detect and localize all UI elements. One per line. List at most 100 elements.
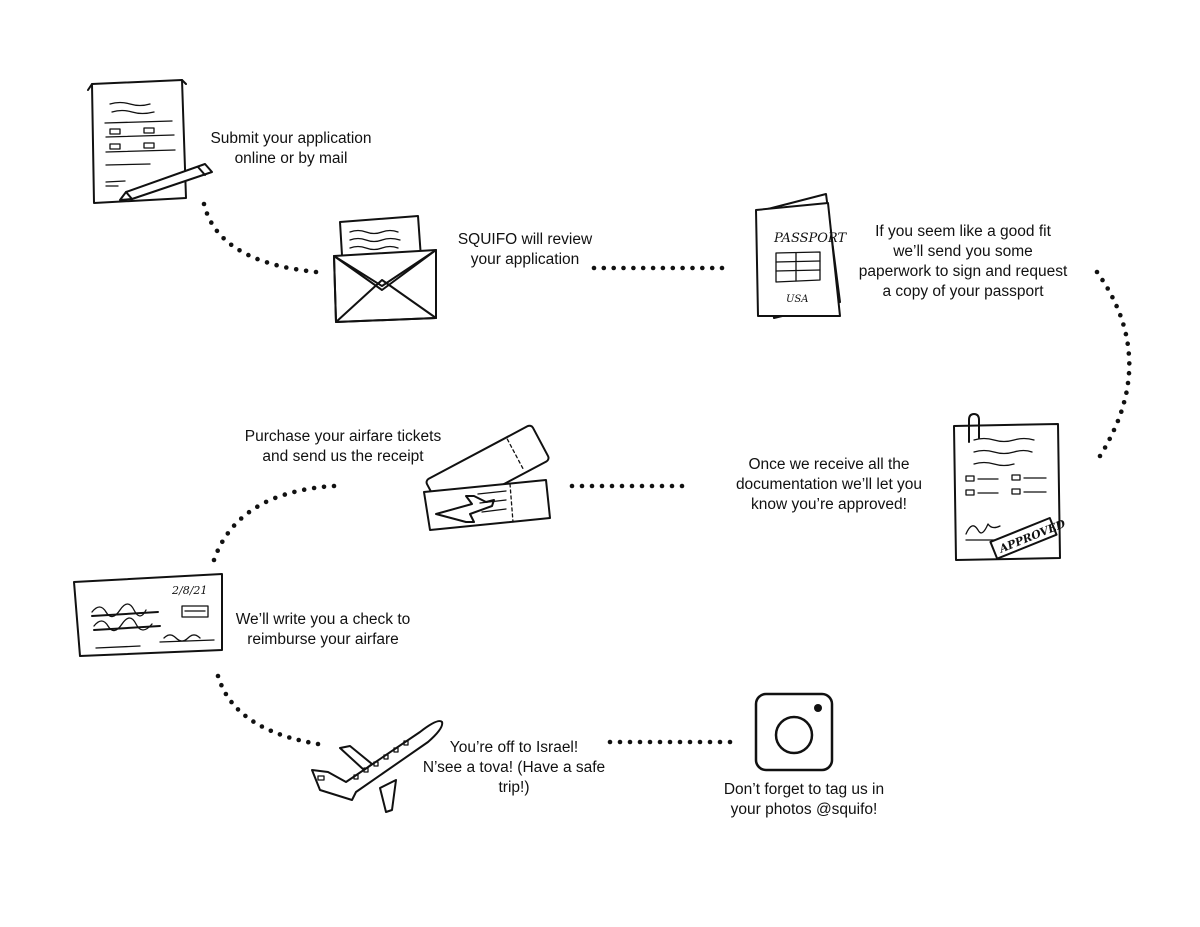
connector-dot	[292, 489, 297, 495]
connector-dot	[1118, 312, 1123, 318]
step-8-text: Don’t forget to tag us in your photos @s…	[706, 780, 902, 820]
connector-dot	[223, 691, 229, 697]
approved-document-icon: APPROVED	[953, 413, 1068, 561]
connector-7-8	[607, 739, 733, 745]
step-2-line-1: SQUIFO will review	[457, 231, 593, 248]
step-4-line-2: documentation we’ll let you	[735, 476, 923, 493]
connector-dot	[659, 483, 665, 489]
connector-dot	[221, 236, 226, 241]
connector-dot	[231, 523, 237, 528]
connector-dot	[1097, 453, 1103, 459]
connector-dot	[609, 483, 615, 489]
connector-dot	[293, 267, 299, 272]
connector-1-2	[201, 201, 319, 275]
connector-dot	[679, 483, 685, 489]
connector-dot	[277, 732, 283, 737]
connector-dot	[235, 707, 241, 712]
connector-dot	[313, 269, 319, 275]
connector-dot	[639, 483, 645, 489]
step-8-line-2: your photos @squifo!	[730, 801, 878, 818]
connector-dot	[1100, 277, 1105, 283]
step-7-text: You’re off to Israel! N’see a tova! (Hav…	[410, 738, 618, 798]
connector-dot	[700, 265, 705, 271]
connector-dot	[709, 265, 715, 271]
connector-3-4	[1094, 269, 1132, 459]
connector-dot	[1125, 341, 1130, 347]
connector-dot	[599, 483, 605, 489]
connector-dot	[1102, 445, 1108, 450]
instagram-icon	[754, 692, 834, 772]
connector-dot	[228, 242, 234, 248]
connector-dot	[1127, 361, 1132, 366]
connector-dot	[282, 492, 288, 497]
connector-6-7	[215, 673, 321, 747]
connector-dot	[254, 504, 260, 510]
connector-dot	[650, 265, 656, 271]
airplane-tickets-icon	[423, 424, 551, 531]
step-5-line-1: Purchase your airfare tickets	[244, 428, 442, 445]
connector-dot	[611, 265, 616, 271]
step-3-text: If you seem like a good fit we’ll send y…	[850, 222, 1076, 302]
connector-dot	[311, 485, 317, 491]
connector-dot	[246, 509, 252, 515]
connector-dot	[640, 265, 646, 271]
passport-country: USA	[786, 294, 809, 305]
connector-dot	[669, 483, 675, 489]
connector-dot	[677, 739, 683, 745]
connector-dot	[627, 739, 633, 745]
connector-dot	[579, 483, 585, 489]
step-6-line-2: reimburse your airfare	[247, 631, 399, 648]
connector-dot	[670, 265, 676, 271]
connector-dot	[1123, 331, 1129, 337]
connector-dot	[1107, 436, 1112, 442]
connector-dot	[1121, 400, 1127, 405]
connector-4-5	[569, 483, 685, 489]
connector-dot	[1111, 427, 1117, 433]
connector-dot	[284, 265, 289, 270]
step-5-text: Purchase your airfare tickets and send u…	[230, 427, 456, 467]
connector-dot	[657, 739, 663, 745]
connector-dot	[667, 739, 673, 745]
step-1-line-2: online or by mail	[234, 150, 348, 167]
connector-dot	[237, 248, 242, 253]
connector-dot	[601, 265, 607, 271]
connector-dot	[255, 256, 260, 262]
connector-dot	[229, 699, 234, 705]
connector-dot	[647, 739, 653, 745]
connector-dot	[589, 483, 595, 489]
connector-5-6	[211, 483, 337, 563]
connector-dot	[201, 201, 207, 207]
connector-dot	[617, 739, 623, 745]
connector-dot	[273, 495, 278, 501]
connector-dot	[621, 265, 626, 271]
step-1-text: Submit your application online or by mai…	[196, 129, 386, 169]
connector-2-3	[591, 265, 725, 271]
step-7-line-2: N’see a tova! (Have a safe	[422, 759, 606, 776]
connector-dot	[315, 741, 321, 747]
connector-dot	[1119, 409, 1124, 415]
connector-dot	[1125, 380, 1131, 386]
connector-dot	[220, 539, 225, 545]
connector-dot	[296, 737, 302, 743]
connector-dot	[719, 265, 725, 271]
connector-dot	[303, 268, 309, 274]
connector-dot	[1115, 418, 1121, 424]
step-1-line-1: Submit your application	[210, 130, 372, 147]
application-form-icon	[87, 79, 213, 204]
connector-dot	[707, 739, 713, 745]
connector-dot	[259, 724, 265, 729]
step-2-text: SQUIFO will review your application	[445, 230, 605, 270]
step-6-line-1: We’ll write you a check to	[235, 611, 411, 628]
connector-dot	[214, 228, 220, 234]
connector-dot	[331, 483, 337, 489]
connector-dot	[263, 499, 269, 505]
connector-dot	[690, 265, 695, 271]
connector-dot	[204, 211, 210, 216]
connector-dot	[631, 265, 636, 271]
connector-dot	[1126, 370, 1132, 376]
connector-dot	[649, 483, 655, 489]
check-icon: 2/8/21	[73, 573, 223, 657]
connector-dot	[301, 487, 307, 493]
connector-dot	[215, 548, 220, 553]
